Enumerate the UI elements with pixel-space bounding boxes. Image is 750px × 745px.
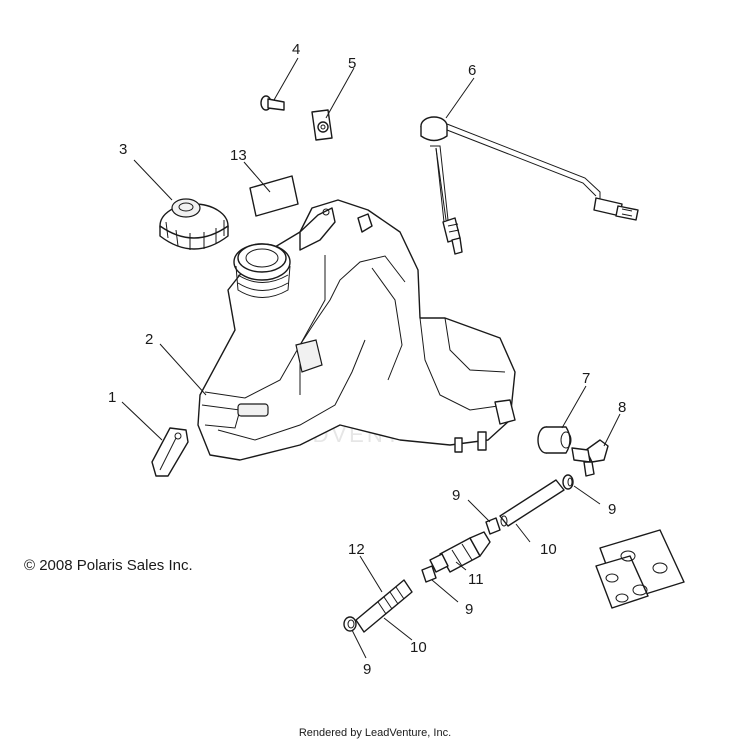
callout-3: 3 xyxy=(119,141,127,158)
fuel-tank xyxy=(197,199,516,461)
callout-2: 2 xyxy=(145,331,153,348)
callout-6: 6 xyxy=(468,62,476,79)
callout-12: 12 xyxy=(348,541,365,558)
bracket xyxy=(151,427,189,477)
copyright-notice: © 2008 Polaris Sales Inc. xyxy=(24,557,193,574)
callout-7: 7 xyxy=(582,370,590,387)
rivet xyxy=(260,95,285,111)
callout-9: 9 xyxy=(608,501,616,518)
hose-clamp xyxy=(343,616,357,632)
callout-5: 5 xyxy=(348,55,356,72)
fuel-hose-upper xyxy=(499,479,565,527)
callout-1: 1 xyxy=(108,389,116,406)
callout-10: 10 xyxy=(540,541,557,558)
fuel-cap xyxy=(159,198,229,250)
elbow-fitting xyxy=(571,439,609,477)
callout-9: 9 xyxy=(452,487,460,504)
filler-neck xyxy=(233,243,291,298)
hose-clamp xyxy=(562,474,574,490)
decal xyxy=(249,175,299,217)
callout-10: 10 xyxy=(410,639,427,656)
callout-9: 9 xyxy=(465,601,473,618)
nut-clip xyxy=(311,109,333,141)
callout-labels: 1 2 3 4 5 6 7 8 9 9 9 9 10 10 11 12 13 xyxy=(108,41,626,678)
fuel-gauge-sender xyxy=(420,116,639,255)
callout-9: 9 xyxy=(363,661,371,678)
callout-11: 11 xyxy=(468,571,484,588)
footer-credit: Rendered by LeadVenture, Inc. xyxy=(298,727,452,739)
gasket xyxy=(595,529,685,609)
callout-4: 4 xyxy=(292,41,300,58)
fuel-hose-lower xyxy=(355,579,413,633)
fuel-filter xyxy=(429,531,491,573)
callout-8: 8 xyxy=(618,399,626,416)
hose-clamp xyxy=(421,565,437,583)
callout-13: 13 xyxy=(230,147,247,164)
leader-lines xyxy=(121,57,621,659)
grommet xyxy=(537,426,572,454)
